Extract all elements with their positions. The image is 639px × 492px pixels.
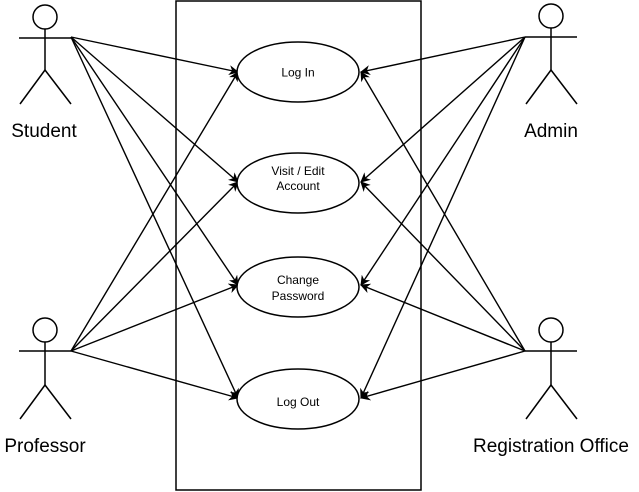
association-arrow-admin-visit — [360, 36, 526, 183]
stick-figure-icon — [525, 3, 578, 105]
stick-figure-icon — [19, 4, 72, 105]
association-arrow-student-visit — [70, 36, 239, 183]
actor-label: Professor — [4, 436, 86, 457]
use-case-label-line-2: Account — [276, 179, 320, 193]
actor-label: Registration Office — [473, 436, 629, 457]
actor-label: Admin — [524, 121, 578, 142]
use-case-login[interactable]: Log In — [236, 41, 360, 103]
association-arrow-student-login — [70, 36, 239, 76]
association-arrow-student-change — [70, 36, 239, 286]
use-case-label-line-1: Visit / Edit — [271, 164, 325, 178]
association-arrow-admin-change — [360, 36, 526, 286]
association-arrow-student-logout — [70, 36, 239, 399]
use-case-ellipse — [236, 152, 360, 214]
use-case-logout[interactable]: Log Out — [236, 368, 360, 430]
association-arrow-registration-change — [360, 283, 526, 352]
association-arrow-registration-login — [360, 71, 526, 352]
stick-figure-icon — [525, 317, 578, 420]
actor-registration-office[interactable]: Registration Office — [473, 317, 629, 457]
associations — [70, 36, 526, 401]
actor-student[interactable]: Student — [11, 4, 77, 142]
association-arrow-professor-logout — [70, 350, 239, 401]
association-arrow-admin-logout — [360, 36, 526, 399]
actor-professor[interactable]: Professor — [4, 317, 86, 457]
use-case-change-password[interactable]: Change Password — [236, 256, 360, 318]
use-case-label-line-1: Change — [277, 273, 319, 287]
association-arrow-professor-change — [70, 283, 239, 352]
association-arrow-registration-visit — [360, 181, 526, 352]
association-arrow-admin-login — [360, 36, 526, 76]
association-arrow-professor-visit — [70, 181, 239, 352]
use-case-label: Log Out — [277, 395, 320, 409]
use-case-ellipse — [236, 368, 360, 430]
actor-label: Student — [11, 121, 77, 142]
association-arrow-professor-login — [70, 71, 239, 352]
association-arrow-registration-logout — [360, 350, 526, 401]
use-case-ellipse — [236, 41, 360, 103]
use-case-visit-edit-account[interactable]: Visit / Edit Account — [236, 152, 360, 214]
actor-admin[interactable]: Admin — [524, 3, 578, 142]
use-case-label-line-2: Password — [272, 289, 325, 303]
use-case-label: Log In — [281, 66, 314, 80]
use-case-ellipse — [236, 256, 360, 318]
stick-figure-icon — [19, 317, 72, 420]
